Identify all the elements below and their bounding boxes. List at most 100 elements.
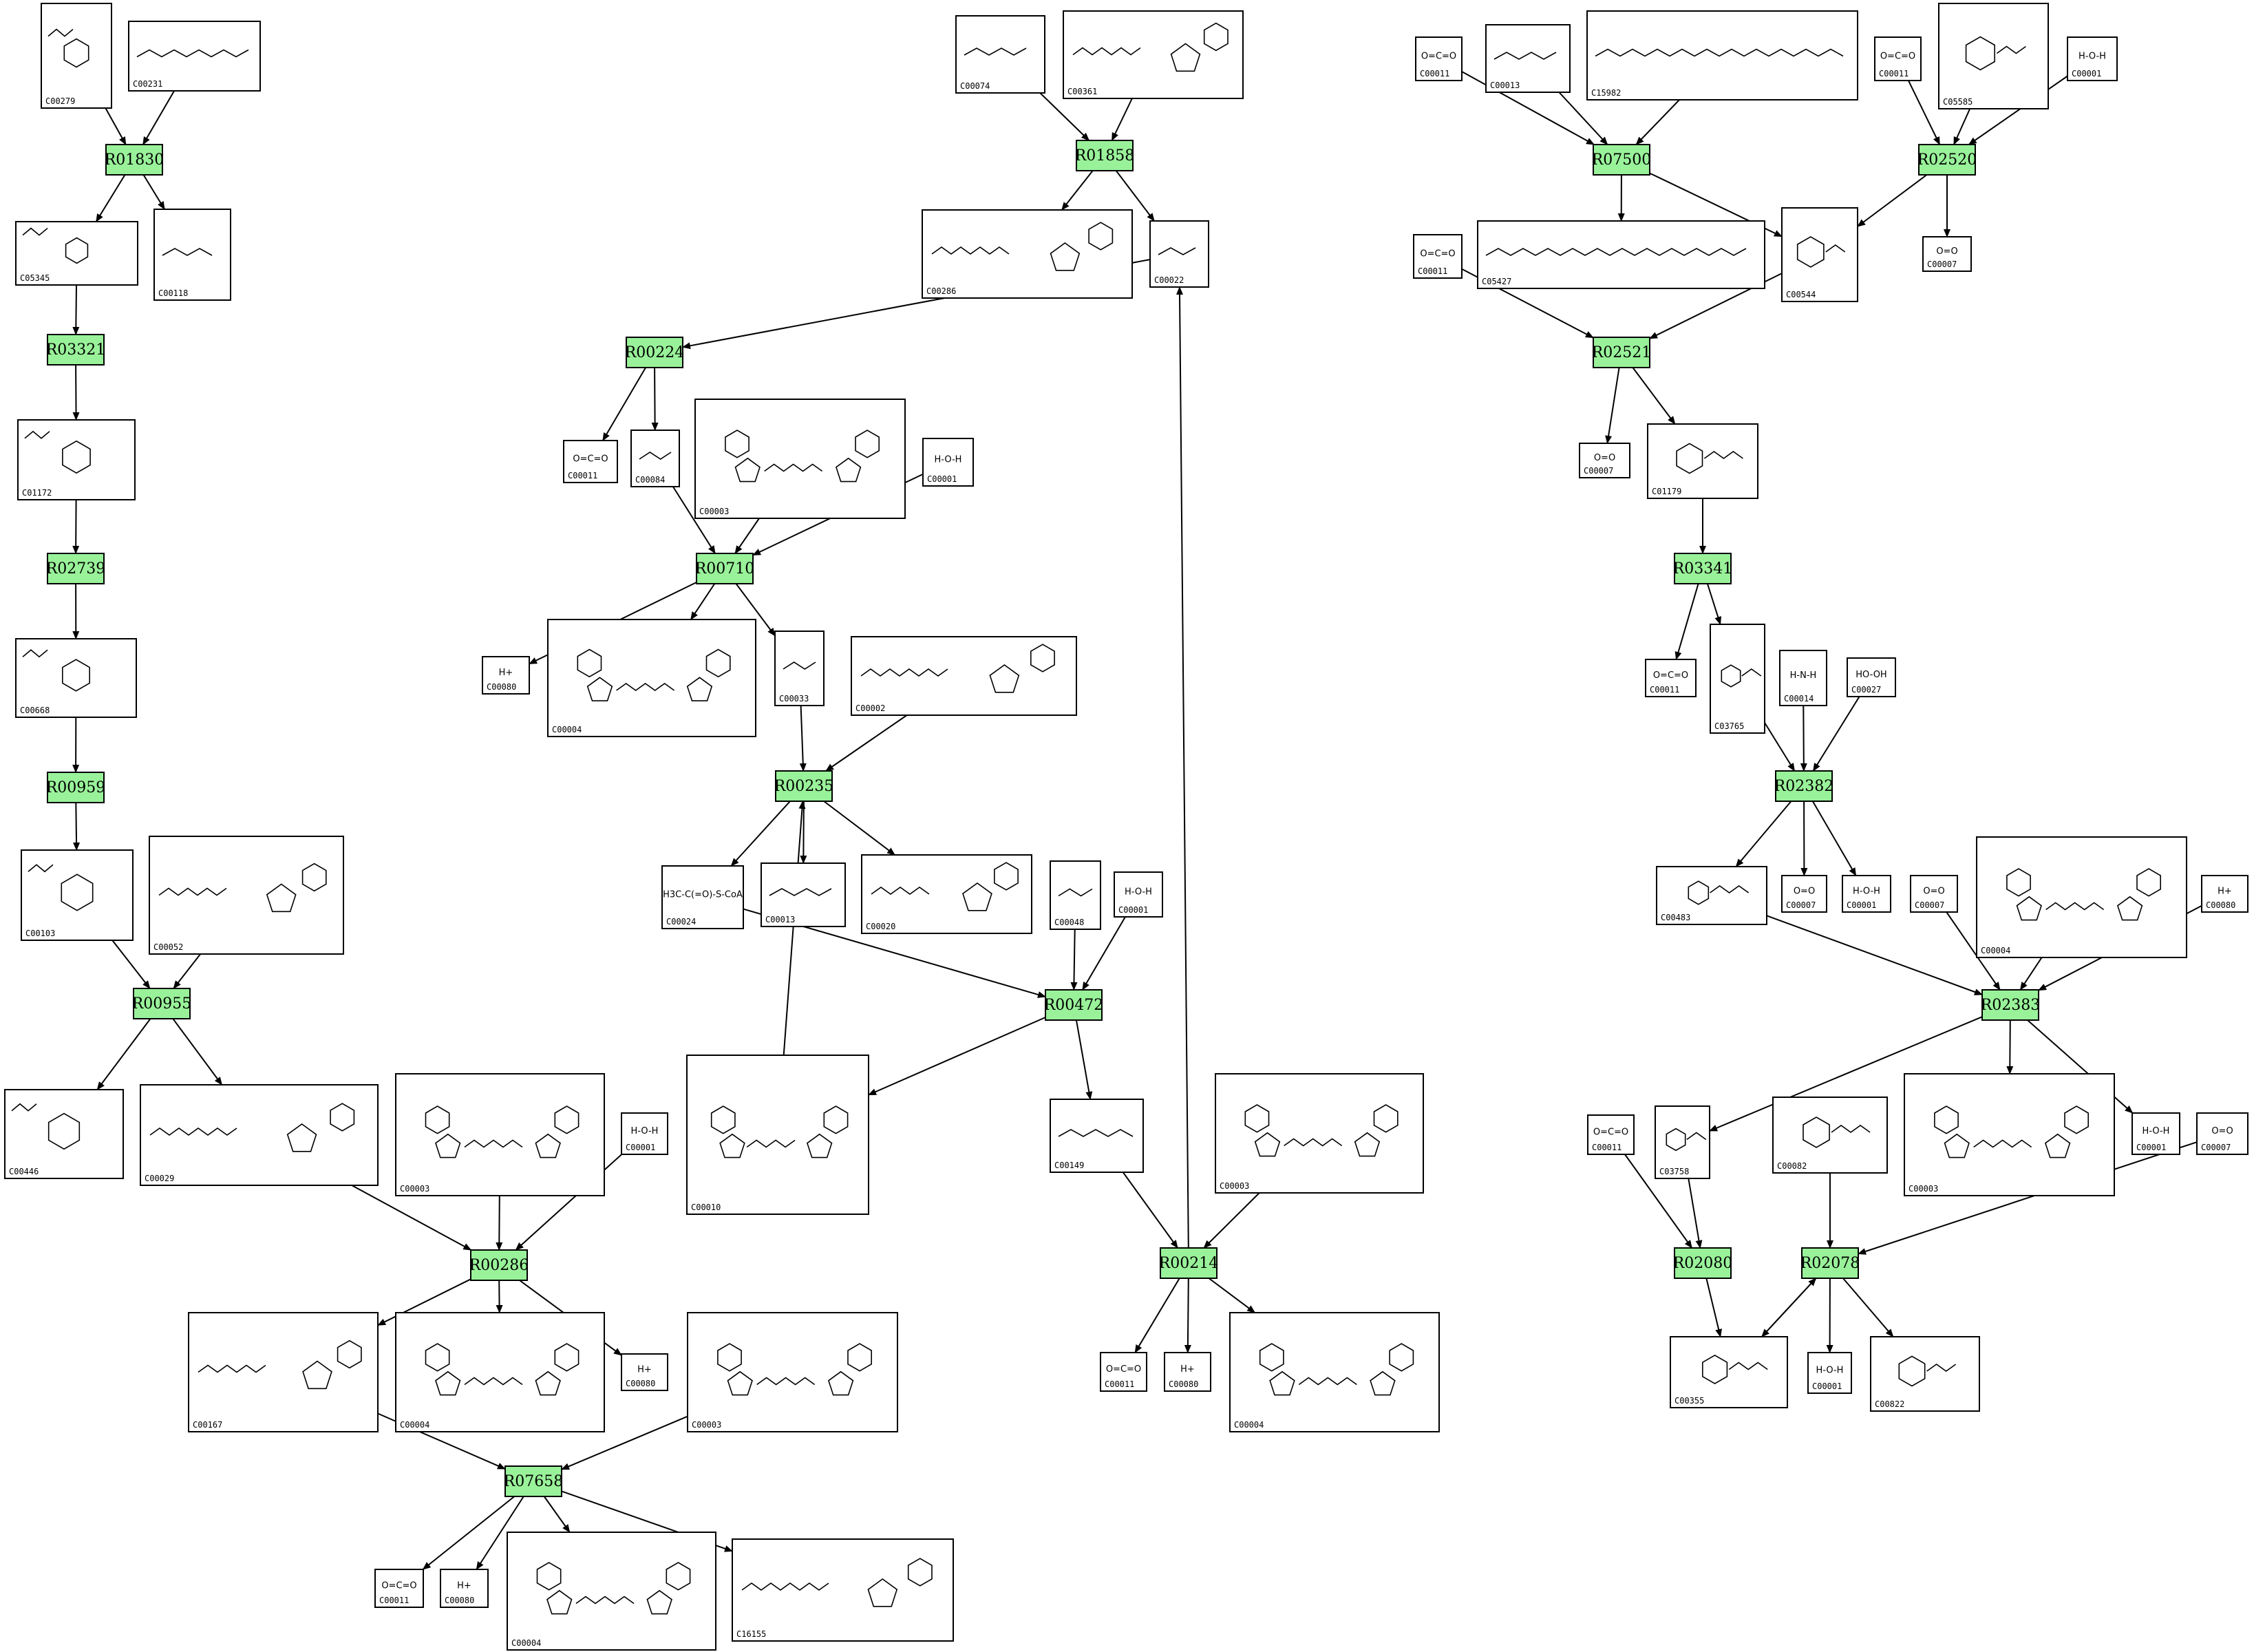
compound-c00029[interactable]: C00029 bbox=[140, 1084, 379, 1186]
compound-c00013a[interactable]: C00013 bbox=[761, 862, 846, 927]
compound-box[interactable] bbox=[1847, 657, 1896, 697]
reaction-r00472[interactable]: R00472 bbox=[1044, 989, 1104, 1021]
compound-box[interactable] bbox=[1807, 1352, 1852, 1394]
reaction-box[interactable] bbox=[47, 772, 105, 803]
compound-box[interactable] bbox=[630, 430, 680, 487]
compound-box[interactable] bbox=[922, 438, 974, 487]
compound-c00004a[interactable]: C00004 bbox=[395, 1312, 605, 1432]
compound-box[interactable] bbox=[188, 1312, 379, 1432]
reaction-r00214[interactable]: R00214 bbox=[1159, 1247, 1219, 1279]
reaction-box[interactable] bbox=[47, 334, 105, 366]
reaction-r02739[interactable]: R02739 bbox=[46, 553, 106, 584]
compound-box[interactable] bbox=[2201, 875, 2248, 913]
compound-box[interactable] bbox=[774, 631, 825, 706]
compound-box[interactable] bbox=[547, 619, 756, 737]
compound-c00355[interactable]: C00355 bbox=[1670, 1336, 1788, 1408]
compound-box[interactable] bbox=[1579, 443, 1630, 478]
compound-box[interactable] bbox=[1587, 1114, 1635, 1155]
reaction-box[interactable] bbox=[1981, 989, 2039, 1021]
compound-box[interactable] bbox=[732, 1538, 954, 1642]
reaction-box[interactable] bbox=[696, 553, 754, 584]
compound-box[interactable] bbox=[440, 1569, 489, 1608]
compound-c00080e[interactable]: H+C00080 bbox=[2201, 875, 2248, 913]
compound-c00004b[interactable]: C00004 bbox=[507, 1532, 716, 1651]
compound-c16155[interactable]: C16155 bbox=[732, 1538, 954, 1642]
compound-box[interactable] bbox=[482, 656, 530, 695]
reaction-box[interactable] bbox=[1160, 1247, 1218, 1279]
reaction-box[interactable] bbox=[1076, 140, 1134, 171]
compound-box[interactable] bbox=[41, 3, 112, 109]
compound-box[interactable] bbox=[1229, 1312, 1440, 1432]
compound-box[interactable] bbox=[395, 1312, 605, 1432]
compound-box[interactable] bbox=[1477, 220, 1765, 289]
reaction-r02078[interactable]: R02078 bbox=[1800, 1247, 1860, 1279]
compound-box[interactable] bbox=[15, 638, 137, 718]
compound-c00084[interactable]: C00084 bbox=[630, 430, 680, 487]
compound-box[interactable] bbox=[1922, 236, 1972, 272]
compound-c00544[interactable]: C00544 bbox=[1781, 207, 1858, 302]
reaction-r07500[interactable]: R07500 bbox=[1592, 144, 1652, 176]
compound-box[interactable] bbox=[621, 1353, 668, 1391]
reaction-r01830[interactable]: R01830 bbox=[105, 144, 164, 176]
compound-box[interactable] bbox=[955, 15, 1045, 94]
reaction-box[interactable] bbox=[1674, 553, 1732, 584]
reaction-box[interactable] bbox=[626, 337, 683, 368]
compound-box[interactable] bbox=[1114, 871, 1163, 918]
compound-box[interactable] bbox=[1485, 24, 1571, 93]
reaction-r02383[interactable]: R02383 bbox=[1981, 989, 2041, 1021]
compound-c00003b[interactable]: C00003 bbox=[687, 1312, 898, 1432]
compound-box[interactable] bbox=[1904, 1073, 2115, 1196]
compound-box[interactable] bbox=[686, 1055, 869, 1215]
reaction-box[interactable] bbox=[1918, 144, 1976, 176]
compound-box[interactable] bbox=[2067, 36, 2118, 81]
compound-c05585[interactable]: C05585 bbox=[1938, 3, 2049, 109]
reaction-box[interactable] bbox=[1775, 770, 1833, 802]
compound-box[interactable] bbox=[687, 1312, 898, 1432]
reaction-r01858[interactable]: R01858 bbox=[1075, 140, 1135, 171]
reaction-box[interactable] bbox=[470, 1249, 528, 1281]
compound-c00361[interactable]: C00361 bbox=[1063, 10, 1244, 99]
compound-c05427[interactable]: C05427 bbox=[1477, 220, 1765, 289]
compound-c00033[interactable]: C00033 bbox=[774, 631, 825, 706]
reaction-box[interactable] bbox=[775, 770, 833, 802]
compound-box[interactable] bbox=[1415, 36, 1463, 81]
compound-box[interactable] bbox=[694, 399, 906, 519]
compound-c00004d[interactable]: C00004 bbox=[1229, 1312, 1440, 1432]
compound-box[interactable] bbox=[1100, 1352, 1147, 1392]
compound-box[interactable] bbox=[149, 836, 344, 955]
compound-c00103[interactable]: C00103 bbox=[21, 849, 134, 941]
compound-box[interactable] bbox=[4, 1089, 124, 1179]
compound-box[interactable] bbox=[1710, 624, 1765, 734]
compound-box[interactable] bbox=[1976, 836, 2187, 958]
compound-box[interactable] bbox=[17, 419, 136, 500]
compound-box[interactable] bbox=[153, 209, 231, 301]
reaction-r07658[interactable]: R07658 bbox=[504, 1465, 564, 1497]
compound-box[interactable] bbox=[2131, 1112, 2180, 1155]
reaction-r02520[interactable]: R02520 bbox=[1917, 144, 1977, 176]
compound-box[interactable] bbox=[1670, 1336, 1788, 1408]
compound-box[interactable] bbox=[563, 440, 618, 483]
compound-c00048[interactable]: C00048 bbox=[1050, 860, 1101, 930]
compound-c00483[interactable]: C00483 bbox=[1656, 866, 1767, 925]
reaction-r03321[interactable]: R03321 bbox=[46, 334, 106, 366]
reaction-r02382[interactable]: R02382 bbox=[1774, 770, 1834, 802]
reaction-r02080[interactable]: R02080 bbox=[1673, 1247, 1733, 1279]
compound-c03765[interactable]: C03765 bbox=[1710, 624, 1765, 734]
compound-c00286[interactable]: C00286 bbox=[922, 209, 1133, 299]
compound-c00118[interactable]: C00118 bbox=[153, 209, 231, 301]
compound-c00013b[interactable]: C00013 bbox=[1485, 24, 1571, 93]
reaction-box[interactable] bbox=[47, 553, 105, 584]
compound-c00004c[interactable]: C00004 bbox=[547, 619, 756, 737]
compound-box[interactable] bbox=[1874, 36, 1922, 81]
compound-box[interactable] bbox=[1413, 234, 1463, 279]
compound-c00052[interactable]: C00052 bbox=[149, 836, 344, 955]
reaction-r03341[interactable]: R03341 bbox=[1673, 553, 1733, 584]
